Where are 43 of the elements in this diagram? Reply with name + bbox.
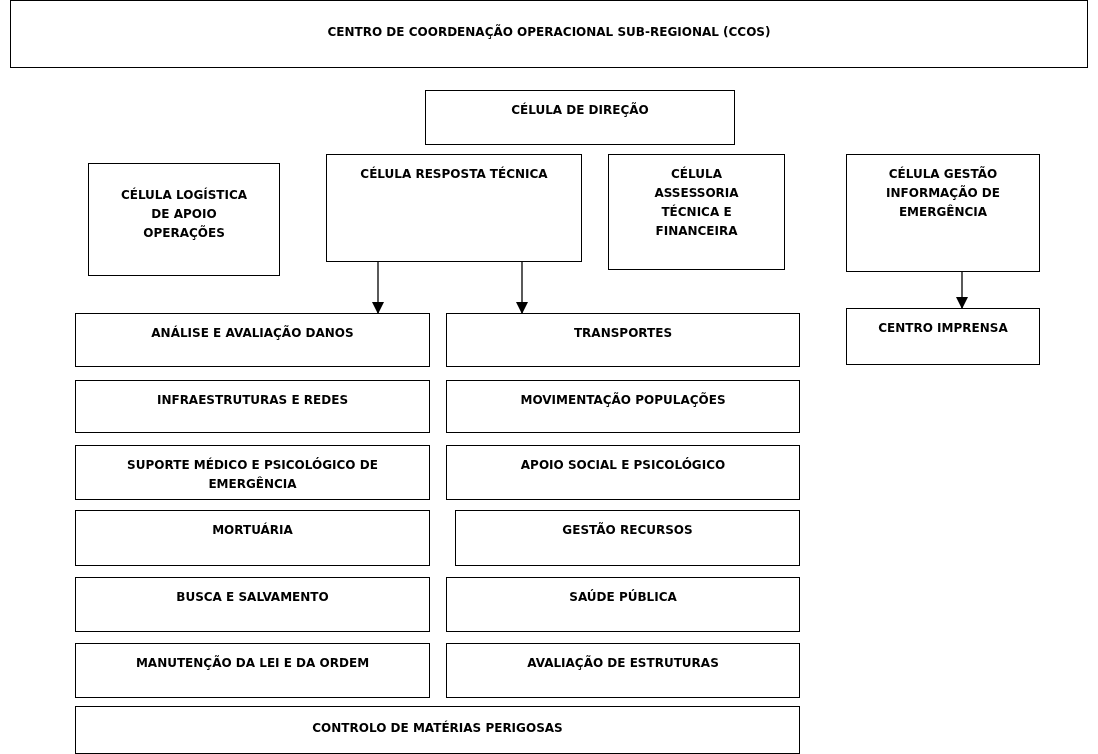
org-box [88,163,280,276]
org-box [75,643,430,698]
box-title: MORTUÁRIA [212,523,293,537]
box-title: CÉLULA LOGÍSTICA DE APOIO OPERAÇÕES [120,188,248,240]
arrow [516,261,528,314]
org-box [75,445,430,500]
box-title: CÉLULA RESPOSTA TÉCNICA [360,167,548,181]
box-title: CONTROLO DE MATÉRIAS PERIGOSAS [312,721,563,735]
org-box [846,308,1040,365]
org-box [75,577,430,632]
org-box [75,706,800,754]
org-box [75,380,430,433]
box-title: MANUTENÇÃO DA LEI E DA ORDEM [135,656,370,670]
box-title: MOVIMENTAÇÃO POPULAÇÕES [520,393,726,407]
box-title: INFRAESTRUTURAS E REDES [156,393,349,407]
arrow [956,271,968,309]
org-box [455,510,800,566]
box-title: AVALIAÇÃO DE ESTRUTURAS [527,656,719,670]
org-box [446,380,800,433]
org-box [326,154,582,262]
box-title: CÉLULA DE DIREÇÃO [511,103,649,117]
box-title: GESTÃO RECURSOS [562,523,693,537]
box-title: CENTRO IMPRENSA [878,321,1008,335]
box-title: BUSCA E SALVAMENTO [176,590,329,604]
org-box [608,154,785,270]
box-title: CÉLULA GESTÃO INFORMAÇÃO DE EMERGÊNCIA [886,167,1000,219]
box-title: TRANSPORTES [573,326,673,340]
box-title: SAÚDE PÚBLICA [569,590,677,604]
box-title: APOIO SOCIAL E PSICOLÓGICO [520,458,726,472]
org-box [75,510,430,566]
org-box [425,90,735,145]
org-box [446,313,800,367]
org-box [446,577,800,632]
box-title: CENTRO DE COORDENAÇÃO OPERACIONAL SUB-REGIONAL (CCOS) [327,25,771,39]
org-box [846,154,1040,272]
arrow [372,261,384,314]
org-box [10,0,1088,68]
org-box [75,313,430,367]
box-title: SUPORTE MÉDICO E PSICOLÓGICO DE EMERGÊNCIA [127,458,378,491]
org-box [446,445,800,500]
org-box [446,643,800,698]
box-title: CÉLULA ASSESSORIA TÉCNICA E FINANCEIRA [654,167,739,238]
box-title: ANÁLISE E AVALIAÇÃO DANOS [151,326,354,340]
